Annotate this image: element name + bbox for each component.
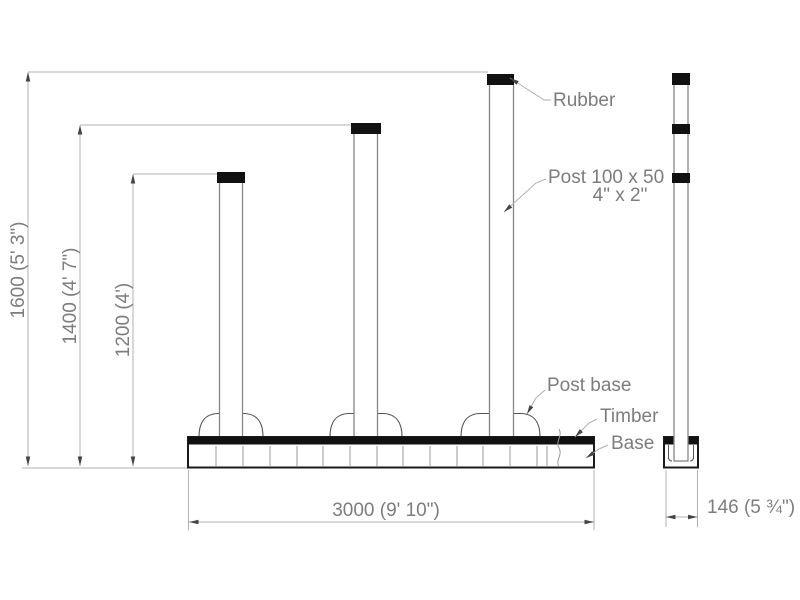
dimension-text-1400: 1400 (4' 7") [60, 248, 81, 345]
callout-post-spec: Post 100 x 50 4" x 2" [503, 167, 664, 213]
post-mid-rubber-cap [351, 123, 381, 134]
side-view [663, 73, 699, 469]
label-timber: Timber [600, 406, 659, 427]
label-post-base: Post base [547, 375, 632, 396]
arrow-left-icon [666, 514, 676, 520]
callout-rubber: Rubber [509, 77, 616, 111]
dimension-text-1600: 1600 (5' 3") [8, 222, 29, 319]
arrow-down-icon [130, 456, 136, 466]
dimension-text-1200: 1200 (4') [113, 283, 134, 357]
post-short [217, 172, 245, 438]
dimension-base-depth: 146 (5 ¾") [665, 470, 795, 527]
timber-strip [188, 437, 594, 445]
arrow-down-icon [77, 456, 83, 466]
side-rubber-cap-mid [672, 124, 690, 134]
leader-arrow-icon [510, 78, 519, 85]
dimension-text-3000: 3000 (9' 10") [332, 500, 440, 521]
leader-arrow-icon [527, 405, 534, 414]
label-post-spec-metric: Post 100 x 50 [548, 167, 664, 188]
base-front-view [187, 428, 595, 469]
post-short-rubber-cap [217, 172, 245, 183]
arrow-up-icon [130, 174, 136, 184]
leader-arrow-icon [575, 429, 583, 437]
break-line [557, 428, 561, 468]
label-post-spec-imperial: 4" x 2" [593, 185, 648, 206]
arrow-up-icon [25, 72, 31, 82]
arrow-up-icon [77, 125, 83, 135]
leader-arrow-icon [504, 204, 513, 212]
post-tall [487, 74, 515, 438]
post-mid-body [353, 131, 379, 438]
callout-base: Base [585, 433, 654, 459]
dimension-post-tall-height: 1600 (5' 3") [8, 71, 488, 466]
dimension-text-146: 146 (5 ¾") [707, 497, 795, 518]
callout-post-base: Post base [526, 375, 632, 415]
arrow-left-icon [189, 519, 199, 525]
dimension-post-short-height: 1200 (4') [113, 173, 218, 466]
side-rubber-cap-tall [672, 73, 690, 85]
arrow-right-icon [688, 514, 698, 520]
post-tall-body [488, 82, 515, 438]
side-rubber-cap-short [672, 173, 690, 183]
arrow-down-icon [25, 456, 31, 466]
dimension-base-length: 3000 (9' 10") [188, 470, 595, 530]
dimension-post-mid-height: 1400 (4' 7") [60, 124, 352, 466]
callout-timber: Timber [574, 406, 659, 438]
arrow-right-icon [584, 519, 594, 525]
base-plank-lines [215, 446, 548, 466]
post-tall-rubber-cap [487, 74, 514, 85]
post-short-body [218, 179, 244, 438]
post-mid [351, 123, 381, 438]
label-rubber: Rubber [553, 90, 616, 111]
label-base: Base [611, 433, 654, 454]
leader-arrow-icon [586, 451, 595, 458]
side-post-body [673, 82, 689, 462]
